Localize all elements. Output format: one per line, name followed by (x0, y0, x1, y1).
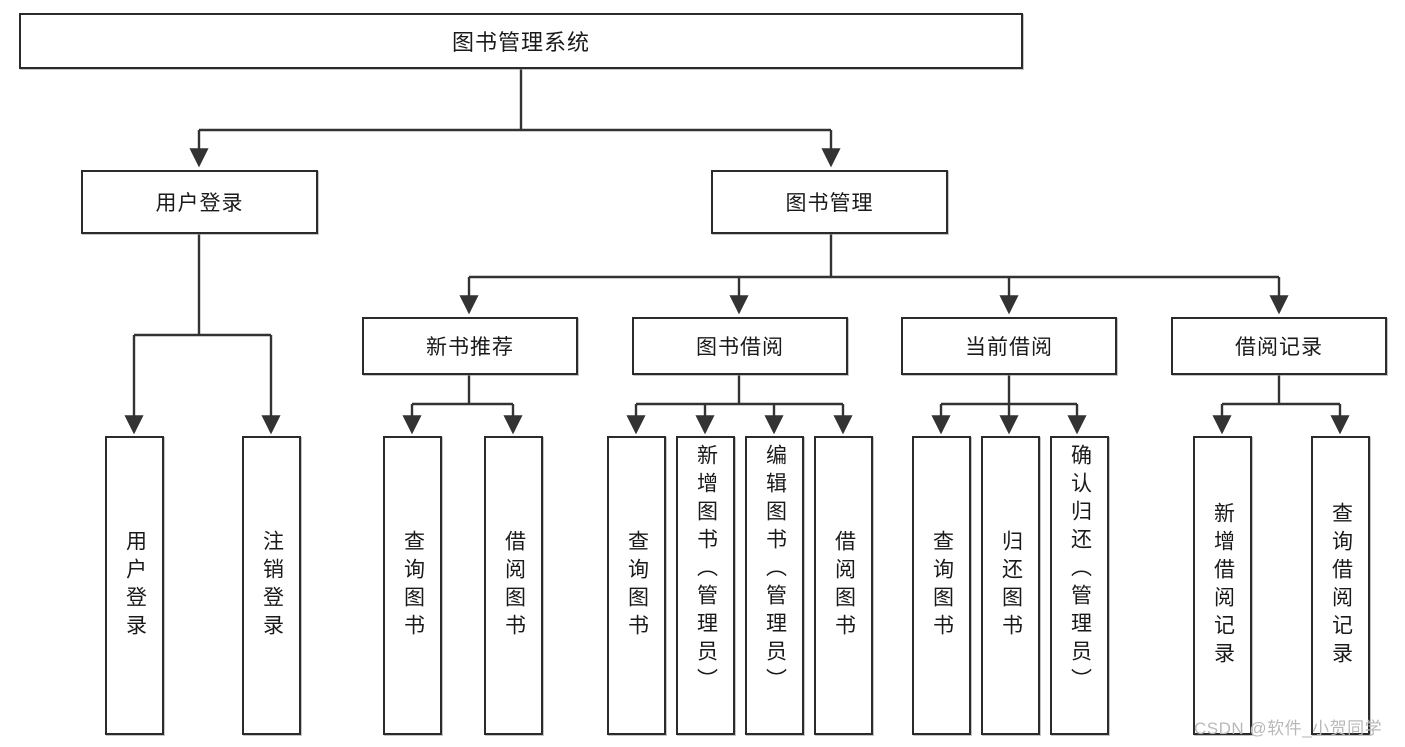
leaf-borrow-record-query-record[interactable]: 查询借阅记录 (1311, 436, 1370, 735)
node-label: 查询借阅记录 (1329, 501, 1353, 670)
node-label: 借阅记录 (1235, 336, 1323, 359)
node-label: 图书管理系统 (451, 30, 590, 55)
node-root-book-management-system[interactable]: 图书管理系统 (19, 13, 1023, 69)
node-label: 图书借阅 (696, 336, 784, 359)
leaf-book-borrow-borrow-book[interactable]: 借阅图书 (814, 436, 873, 735)
leaf-current-borrow-query-book[interactable]: 查询图书 (912, 436, 971, 735)
node-label: 借阅图书 (832, 529, 856, 642)
node-label: 注销登录 (260, 529, 284, 642)
node-borrow-record[interactable]: 借阅记录 (1171, 317, 1387, 375)
leaf-book-borrow-query-book[interactable]: 查询图书 (607, 436, 666, 735)
node-label: 当前借阅 (965, 336, 1053, 359)
node-label: 查询图书 (930, 529, 954, 642)
node-label: 图书管理 (785, 192, 874, 215)
leaf-user-login-logout[interactable]: 注销登录 (242, 436, 301, 735)
leaf-current-borrow-return-book[interactable]: 归还图书 (981, 436, 1040, 735)
node-current-borrow[interactable]: 当前借阅 (901, 317, 1117, 375)
leaf-borrow-record-add-record[interactable]: 新增借阅记录 (1193, 436, 1252, 735)
node-label: 查询图书 (401, 529, 425, 642)
node-label: 新增借阅记录 (1211, 501, 1235, 670)
node-label: 确认归还（管理员） (1068, 444, 1092, 696)
node-label: 用户登录 (155, 192, 244, 215)
node-label: 新增图书（管理员） (694, 444, 718, 696)
node-book-management[interactable]: 图书管理 (711, 170, 948, 234)
node-label: 归还图书 (999, 529, 1023, 642)
leaf-book-borrow-edit-book-admin[interactable]: 编辑图书（管理员） (745, 436, 804, 735)
node-book-borrow[interactable]: 图书借阅 (632, 317, 848, 375)
node-label: 编辑图书（管理员） (763, 444, 787, 696)
leaf-user-login-login[interactable]: 用户登录 (105, 436, 164, 735)
node-label: 新书推荐 (426, 336, 514, 359)
leaf-new-book-borrow-book[interactable]: 借阅图书 (484, 436, 543, 735)
leaf-new-book-query-book[interactable]: 查询图书 (383, 436, 442, 735)
node-label: 查询图书 (625, 529, 649, 642)
leaf-book-borrow-add-book-admin[interactable]: 新增图书（管理员） (676, 436, 735, 735)
node-user-login[interactable]: 用户登录 (81, 170, 318, 234)
node-new-book-recommend[interactable]: 新书推荐 (362, 317, 578, 375)
leaf-current-borrow-confirm-return-admin[interactable]: 确认归还（管理员） (1050, 436, 1109, 735)
node-label: 借阅图书 (502, 529, 526, 642)
node-label: 用户登录 (123, 529, 147, 642)
csdn-watermark: CSDN @软件_小贺同学 (1194, 719, 1383, 738)
